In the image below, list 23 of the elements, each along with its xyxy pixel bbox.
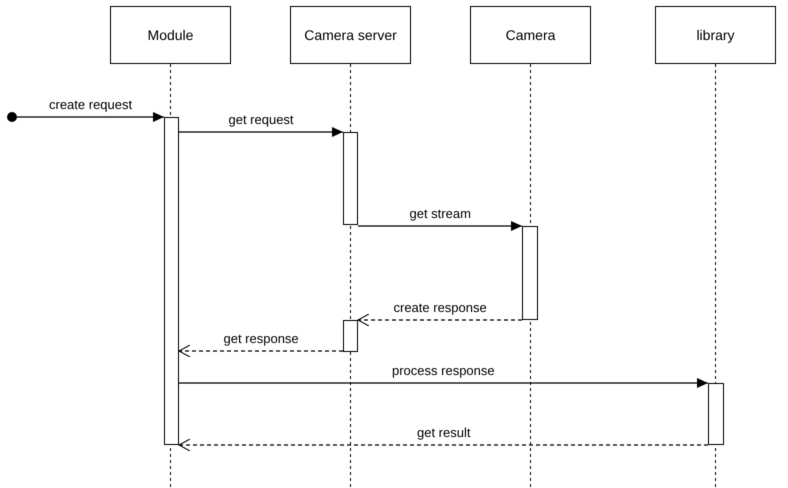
edge-label: get result xyxy=(416,426,472,440)
start-dot xyxy=(7,112,17,122)
message-arrow xyxy=(358,314,522,326)
participant-box: library xyxy=(655,6,776,64)
edge-label: get response xyxy=(222,332,300,346)
message-arrow xyxy=(179,127,343,137)
activation-bar xyxy=(522,226,538,320)
message-arrow xyxy=(358,221,522,231)
participant-box: Camera server xyxy=(290,6,411,64)
edge-label: get stream xyxy=(408,207,472,221)
message-arrow xyxy=(179,378,708,388)
edge-label: create response xyxy=(392,301,488,315)
message-arrow xyxy=(178,438,708,452)
activation-bar xyxy=(708,383,724,445)
activation-bar xyxy=(343,320,358,352)
edge-label: get request xyxy=(228,113,295,127)
edge-label: create request xyxy=(48,98,134,112)
message-arrow xyxy=(17,112,164,122)
activation-bar xyxy=(343,132,358,225)
activation-bar xyxy=(164,117,179,445)
message-arrow xyxy=(178,344,343,358)
participant-box: Module xyxy=(110,6,231,64)
participant-box: Camera xyxy=(470,6,591,64)
